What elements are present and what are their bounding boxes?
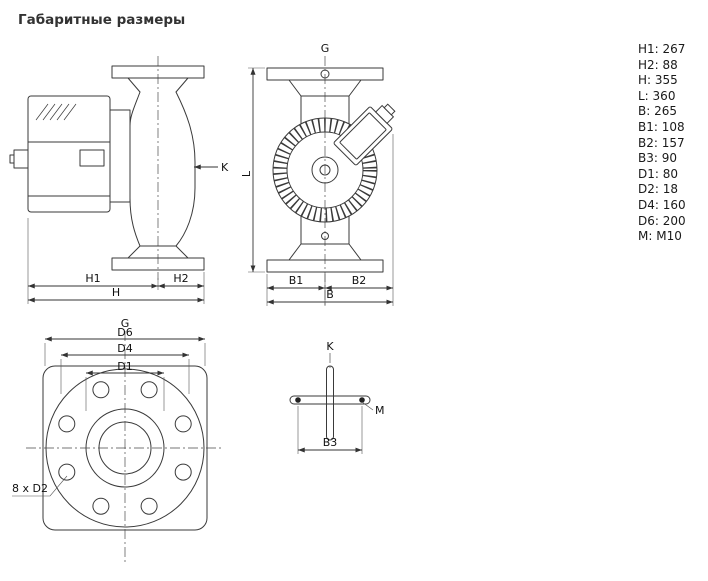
dimension-d1: D1 (85, 360, 165, 411)
page-title: Габаритные размеры (18, 12, 186, 28)
bolt-hole-callout: 8 x D2 (12, 475, 68, 497)
cable-gland (13, 149, 29, 169)
dimension-item: D4: 160 (638, 197, 686, 212)
section-k-drawing: K M B3 (289, 340, 385, 454)
label-8xd2: 8 x D2 (12, 482, 48, 495)
label-l: L (240, 170, 253, 177)
mounting-cross (289, 365, 371, 441)
side-view-drawing: K H1 H2 H (9, 56, 229, 304)
label-b3: B3 (323, 436, 338, 449)
label-b2: B2 (352, 274, 367, 287)
label-k: K (326, 340, 334, 353)
dimension-list: H1: 267 H2: 88 H: 355 L: 360 B: 265 B1: … (638, 42, 686, 245)
dimension-item: H: 355 (638, 73, 678, 88)
dimension-d6: D6 (44, 326, 206, 366)
label-k: K (221, 161, 229, 174)
dimension-item: D1: 80 (638, 166, 679, 181)
label-d6: D6 (117, 326, 132, 339)
label-g: G (321, 42, 330, 55)
label-b: B (326, 288, 334, 301)
label-b1: B1 (289, 274, 304, 287)
terminal-box (333, 103, 396, 166)
label-m: M (375, 404, 385, 417)
dimension-l: L (240, 67, 265, 273)
label-h1: H1 (85, 272, 100, 285)
dimension-item: H1: 267 (638, 42, 686, 56)
dimension-item: B: 265 (638, 104, 677, 119)
dimension-item: B3: 90 (638, 151, 677, 166)
dimension-item: B2: 157 (638, 135, 685, 150)
motor (9, 95, 131, 213)
dimension-b1-b2-b: B1 B2 B (266, 134, 394, 306)
dimension-item: H2: 88 (638, 57, 678, 72)
dimension-h1-h2-h: H1 H2 H (27, 218, 205, 304)
label-d4: D4 (117, 342, 132, 355)
front-view-drawing: G L (240, 42, 396, 306)
dimension-b3: B3 (297, 406, 363, 454)
flange-view-drawing: G D6 (12, 317, 224, 562)
rotor-can-fins (272, 117, 378, 223)
dimension-item: L: 360 (638, 88, 676, 103)
direction-arrow-k: K (194, 161, 229, 174)
dimension-item: D2: 18 (638, 182, 679, 197)
dimension-d4: D4 (60, 342, 190, 394)
bolt-point (359, 397, 365, 403)
bolt-point (295, 397, 301, 403)
label-d1: D1 (117, 360, 132, 373)
g-port-hole (320, 69, 330, 79)
dimension-item: D6: 200 (638, 213, 686, 228)
bolt-holes (58, 381, 192, 515)
dimension-item: M: M10 (638, 229, 682, 244)
dimension-item: B1: 108 (638, 119, 685, 134)
motor-vent-grille (35, 103, 77, 121)
label-h: H (112, 286, 120, 299)
pump-front-body (266, 67, 384, 273)
m-callout: M (361, 401, 385, 417)
nameplate (79, 149, 105, 167)
label-g: G (121, 317, 130, 330)
label-h2: H2 (173, 272, 188, 285)
